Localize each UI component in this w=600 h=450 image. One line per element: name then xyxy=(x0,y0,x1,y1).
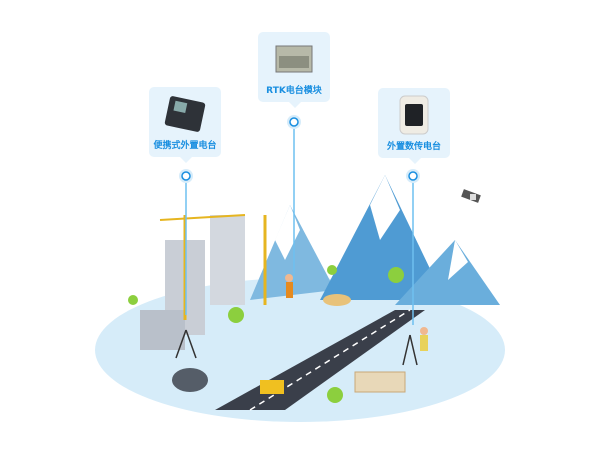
trees xyxy=(128,265,404,403)
device-label: 便携式外置电台 xyxy=(153,141,217,151)
sand-pile xyxy=(323,294,351,306)
external-radio-icon xyxy=(399,95,429,135)
rtk-module-icon xyxy=(275,45,313,73)
satellite-icon xyxy=(461,189,481,203)
connector-lines xyxy=(185,128,414,325)
device-card-rtk-module: RTK电台模块 xyxy=(258,32,330,108)
connector-pins xyxy=(179,115,420,183)
bulldozer xyxy=(260,380,284,394)
gravel-pile xyxy=(172,368,208,392)
device-label: 外置数传电台 xyxy=(386,142,441,152)
device-card-portable-radio: 便携式外置电台 xyxy=(149,87,221,163)
device-card-external-radio: 外置数传电台 xyxy=(378,88,450,164)
device-label: RTK电台模块 xyxy=(266,86,322,96)
portable-radio-icon xyxy=(164,96,206,132)
foundation xyxy=(354,371,406,393)
buildings xyxy=(140,214,267,350)
surveyors xyxy=(285,274,428,351)
survey-tripods xyxy=(175,329,418,366)
